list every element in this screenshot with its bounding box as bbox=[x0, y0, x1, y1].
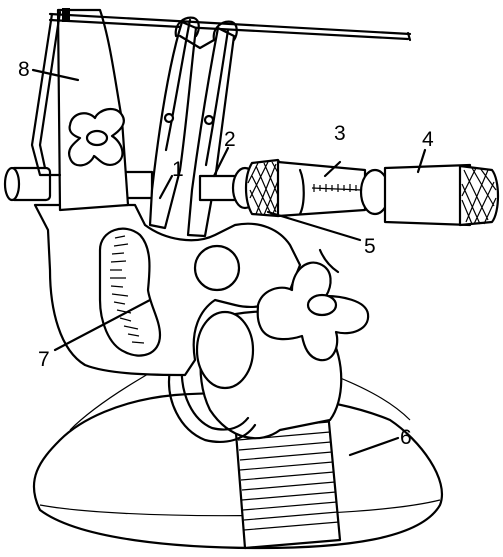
label-1: 1 bbox=[172, 158, 184, 181]
part-labels: 1 2 3 4 5 6 7 8 bbox=[18, 58, 434, 449]
jaw-hooks bbox=[174, 16, 238, 50]
label-7: 7 bbox=[38, 348, 50, 371]
thimble-4 bbox=[359, 163, 500, 227]
scale-window bbox=[98, 227, 162, 357]
label-4: 4 bbox=[422, 128, 434, 151]
label-2: 2 bbox=[224, 128, 236, 151]
lower-wing-nut bbox=[256, 248, 370, 362]
label-3: 3 bbox=[334, 122, 346, 145]
top-wire bbox=[48, 8, 412, 42]
base-pad bbox=[32, 369, 443, 550]
sleeve-3 bbox=[276, 160, 367, 218]
label-6: 6 bbox=[400, 426, 412, 449]
jaw-1 bbox=[148, 18, 198, 230]
label-8: 8 bbox=[18, 58, 30, 81]
post-wing-nut bbox=[68, 107, 125, 167]
leader-lines bbox=[31, 68, 427, 457]
ribbed-pad bbox=[233, 410, 342, 550]
label-5: 5 bbox=[364, 235, 376, 258]
